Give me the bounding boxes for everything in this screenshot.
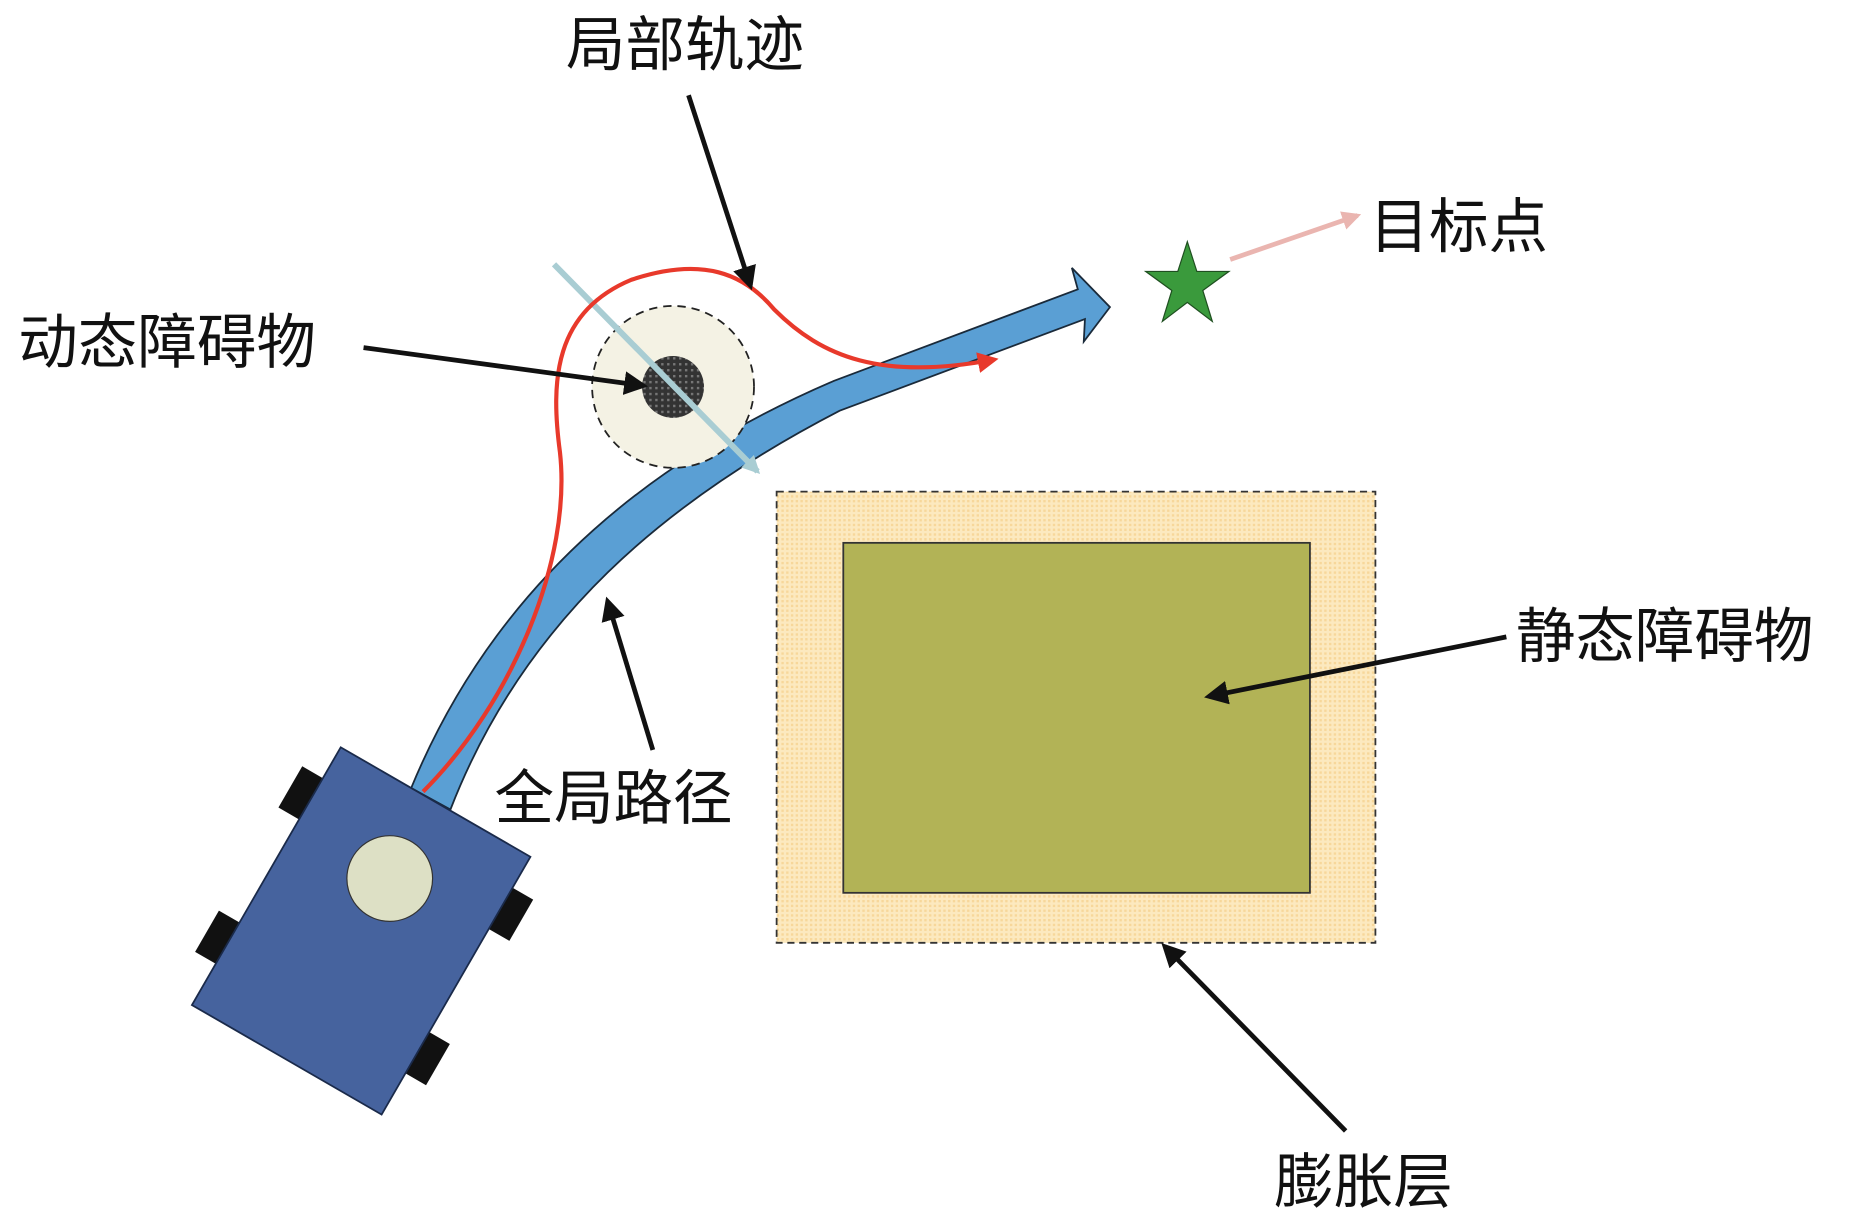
wheel <box>278 766 332 825</box>
label-static-obstacle: 静态障碍物 <box>1516 603 1814 672</box>
label-goal-point: 目标点 <box>1369 194 1548 263</box>
obstacle-motion-arrow <box>551 262 761 474</box>
goal-pointer-arrow <box>1229 211 1362 262</box>
robot-sensor <box>346 835 434 922</box>
global-path-arrow <box>410 267 1112 811</box>
local-trajectory-pointer <box>686 94 756 291</box>
robot <box>190 746 534 1116</box>
wheel <box>397 1027 450 1086</box>
inflation-layer-pointer <box>1161 942 1348 1133</box>
label-global-path: 全局路径 <box>494 765 732 834</box>
label-dynamic-obstacle: 动态障碍物 <box>18 309 316 378</box>
static-obstacle-pointer <box>1204 634 1507 705</box>
local-trajectory <box>421 266 999 794</box>
robot-body <box>190 746 532 1116</box>
wheel <box>480 882 534 941</box>
dynamic-obstacle-pointer <box>363 345 649 395</box>
static-obstacle <box>842 541 1311 894</box>
label-inflation-layer: 膨胀层 <box>1274 1148 1453 1217</box>
label-local-trajectory: 局部轨迹 <box>566 11 804 80</box>
wheel <box>195 910 248 969</box>
goal-star-icon <box>1143 239 1231 324</box>
global-path-pointer <box>601 596 656 751</box>
